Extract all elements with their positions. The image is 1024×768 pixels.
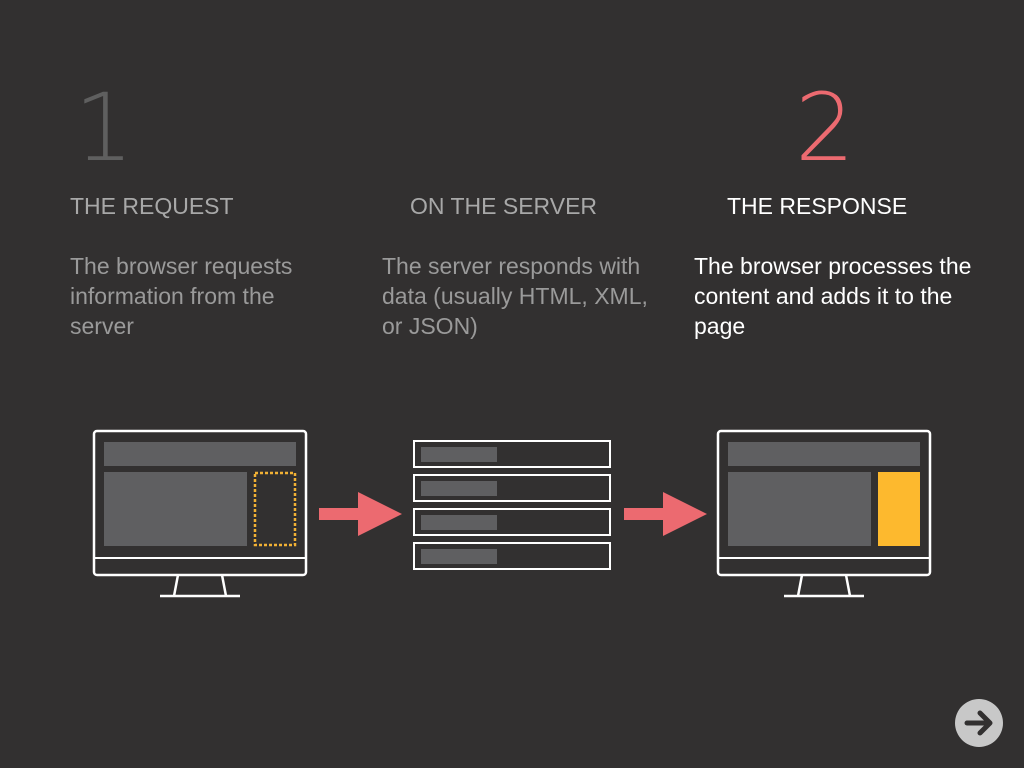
step-2-number: 2: [795, 74, 855, 183]
server-heading: ON THE SERVER: [410, 193, 598, 219]
arrow-right-icon: [964, 710, 993, 736]
response-monitor-icon: [716, 429, 932, 598]
server-description: The server responds with data (usually H…: [382, 253, 648, 339]
flow-arrow-icon: [319, 492, 402, 536]
request-description: The browser requests information from th…: [70, 253, 293, 339]
request-monitor-icon: [92, 429, 308, 598]
flow-arrow-icon: [624, 492, 707, 536]
request-heading: THE REQUEST: [70, 193, 234, 219]
response-heading: THE RESPONSE: [727, 193, 908, 219]
response-description: The browser processes the content and ad…: [694, 253, 972, 339]
server-stack-icon: [413, 440, 611, 570]
next-slide-button[interactable]: [954, 698, 1004, 748]
step-1-number: 1: [74, 74, 134, 183]
